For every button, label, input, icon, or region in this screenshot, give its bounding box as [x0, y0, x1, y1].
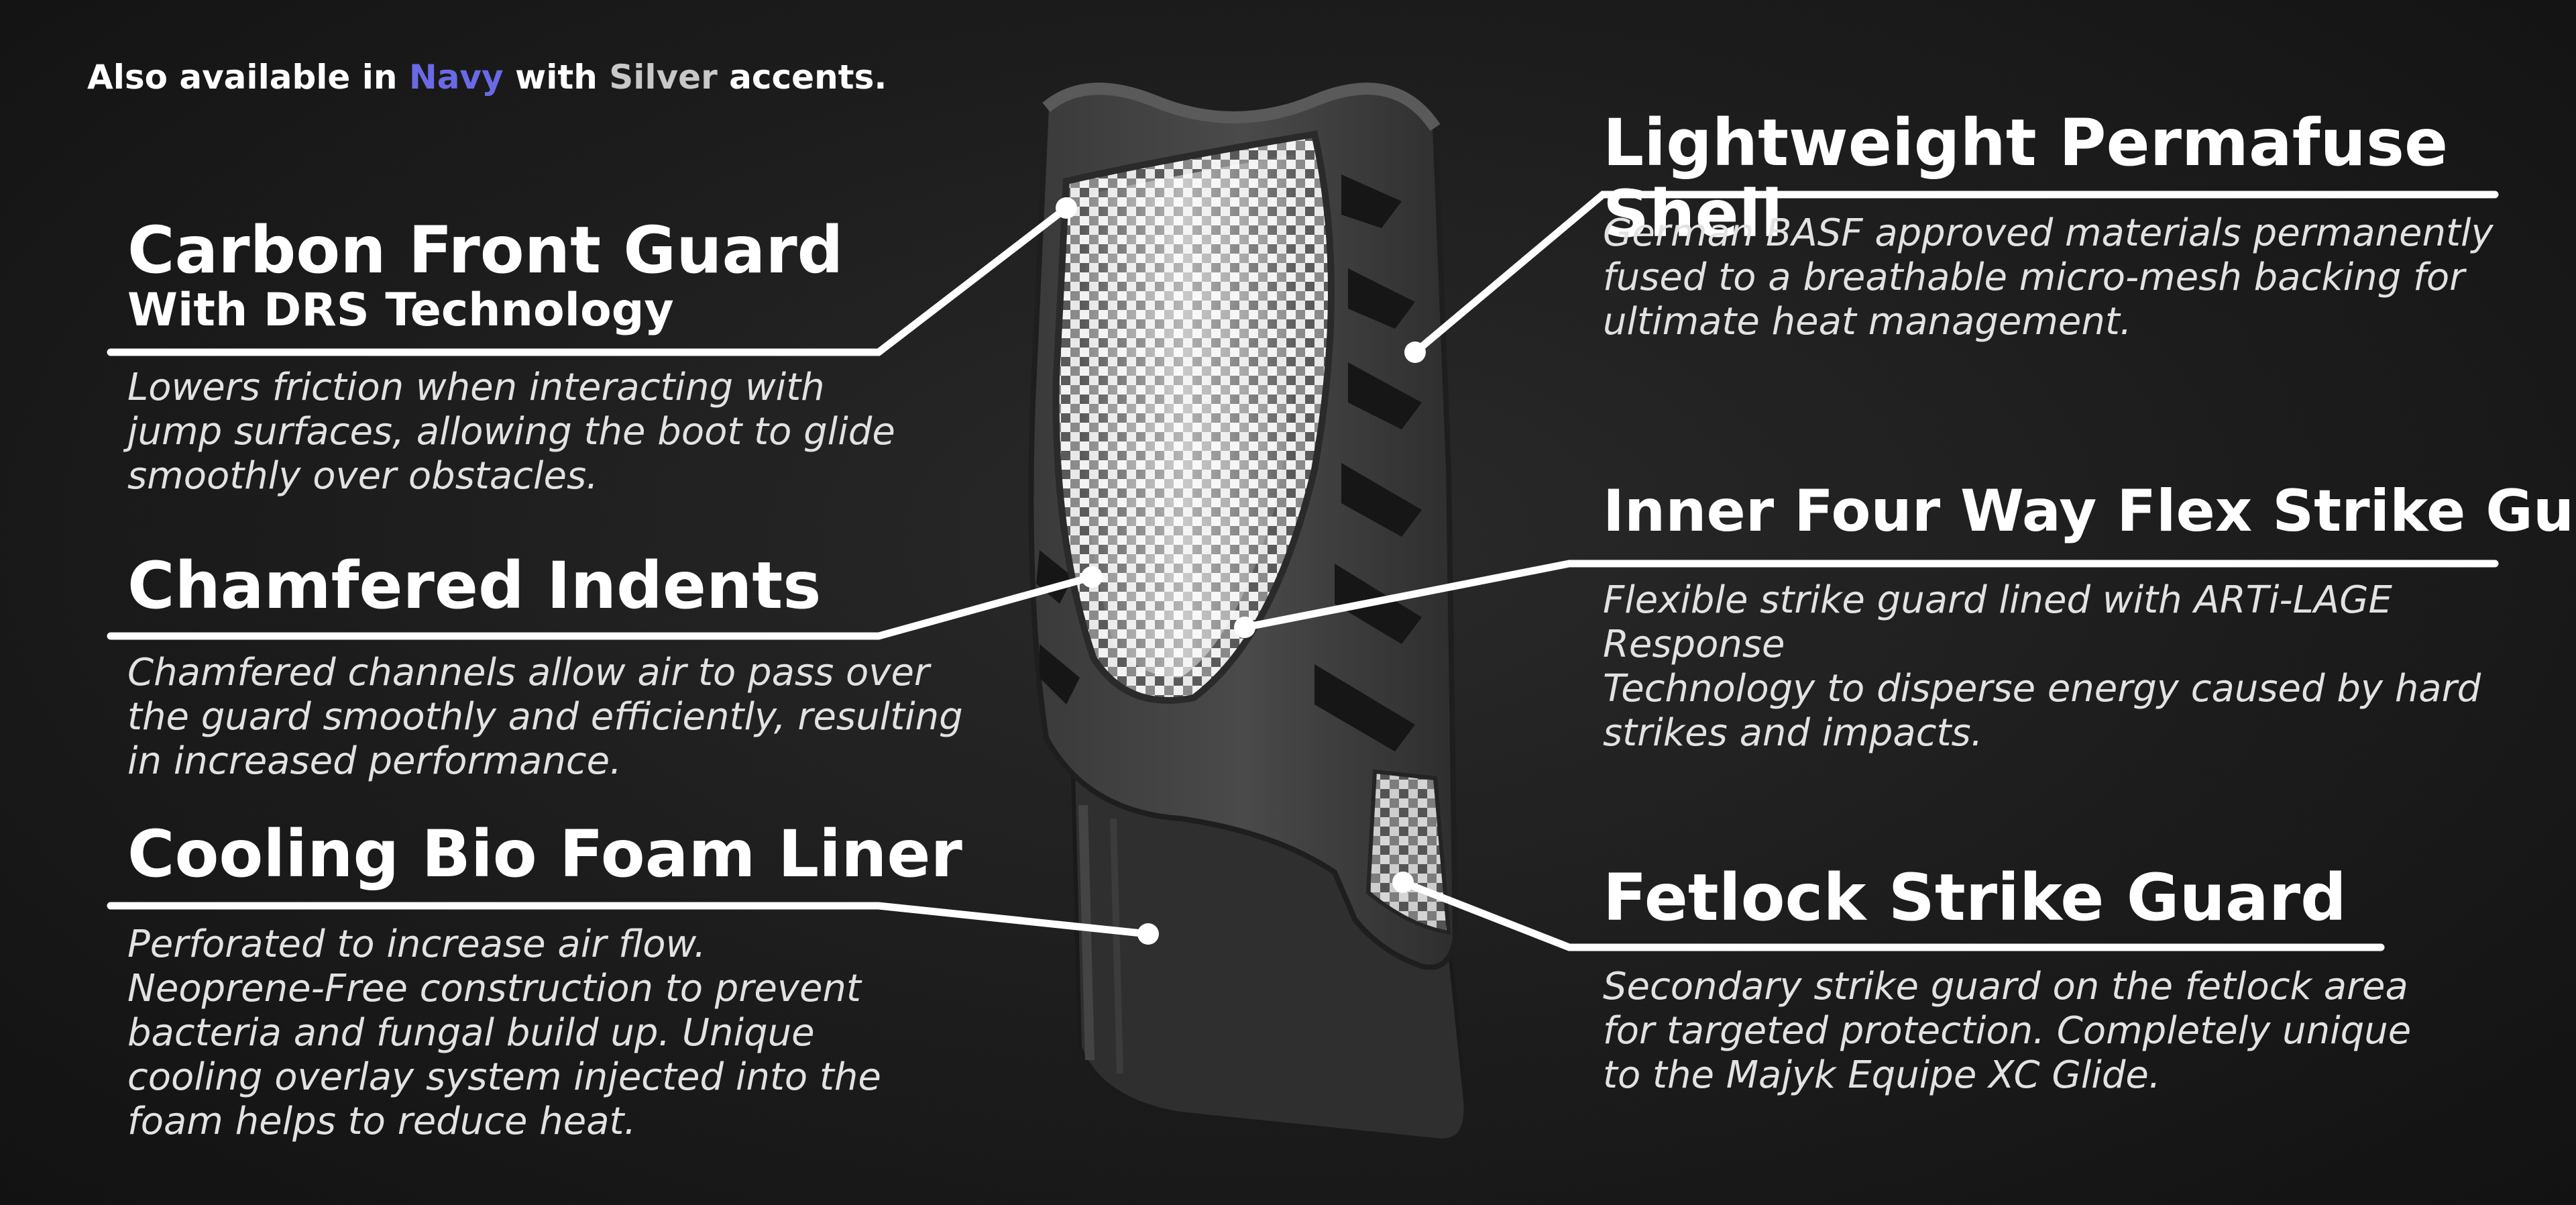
feature-permafuse-shell: Lightweight Permafuse Shell: [1603, 107, 2576, 250]
feature-desc-permafuse-shell: German BASF approved materials permanent…: [1603, 211, 2494, 344]
feature-title: Chamfered Indents: [127, 548, 822, 623]
desc-line: Flexible strike guard lined with ARTi-LA…: [1603, 578, 2392, 666]
desc-line: fused to a breathable micro-mesh backing…: [1603, 256, 2465, 299]
availability-mid: with: [503, 58, 610, 97]
desc-line: foam helps to reduce heat.: [127, 1100, 636, 1143]
desc-line: the guard smoothly and efficiently, resu…: [127, 695, 963, 739]
feature-title: Cooling Bio Foam Liner: [127, 817, 962, 892]
availability-post: accents.: [717, 58, 887, 97]
feature-desc-fetlock-guard: Secondary strike guard on the fetlock ar…: [1603, 965, 2411, 1098]
feature-chamfered-indents: Chamfered Indents: [127, 550, 821, 621]
desc-line: to the Majyk Equipe XC Glide.: [1603, 1053, 2161, 1097]
desc-line: smoothly over obstacles.: [127, 454, 598, 498]
desc-line: jump surfaces, allowing the boot to glid…: [127, 410, 895, 454]
desc-line: ultimate heat management.: [1603, 300, 2132, 344]
feature-title: Fetlock Strike Guard: [1603, 860, 2347, 935]
desc-line: Neoprene-Free construction to prevent: [127, 967, 861, 1010]
desc-line: Lowers friction when interacting with: [127, 366, 825, 409]
desc-line: German BASF approved materials permanent…: [1603, 211, 2494, 255]
color-option-silver: Silver: [609, 58, 718, 97]
feature-cooling-liner: Cooling Bio Foam Liner: [127, 819, 962, 890]
availability-note: Also available in Navy with Silver accen…: [87, 58, 887, 97]
callout-dots: [1056, 197, 1426, 945]
feature-title: Inner Four Way Flex Strike Guard: [1603, 478, 2576, 545]
desc-line: Chamfered channels allow air to pass ove…: [127, 651, 930, 694]
availability-pre: Also available in: [87, 58, 409, 97]
callout-lines: [107, 191, 2499, 951]
feature-carbon-front-guard: Carbon Front Guard With DRS Technology: [127, 215, 843, 335]
feature-desc-chamfered-indents: Chamfered channels allow air to pass ove…: [127, 651, 963, 784]
desc-line: in increased performance.: [127, 739, 622, 783]
boot-body: [1028, 83, 1468, 1143]
desc-line: strikes and impacts.: [1603, 711, 1983, 755]
feature-desc-carbon-front-guard: Lowers friction when interacting with ju…: [127, 366, 895, 499]
feature-fetlock-guard: Fetlock Strike Guard: [1603, 862, 2347, 933]
desc-line: cooling overlay system injected into the: [127, 1055, 881, 1099]
desc-line: Secondary strike guard on the fetlock ar…: [1603, 965, 2408, 1008]
feature-subtitle: With DRS Technology: [127, 284, 674, 337]
desc-line: for targeted protection. Completely uniq…: [1603, 1009, 2412, 1053]
desc-line: Technology to disperse energy caused by …: [1603, 667, 2481, 711]
desc-line: Perforated to increase air flow.: [127, 923, 706, 966]
desc-line: bacteria and fungal build up. Unique: [127, 1011, 815, 1055]
feature-flex-strike-guard: Inner Four Way Flex Strike Guard: [1603, 478, 2576, 545]
feature-title: Lightweight Permafuse Shell: [1603, 105, 2449, 252]
color-option-navy: Navy: [408, 58, 504, 97]
feature-title: Carbon Front Guard: [127, 213, 844, 288]
feature-desc-cooling-liner: Perforated to increase air flow. Neopren…: [127, 923, 881, 1144]
feature-desc-flex-strike-guard: Flexible strike guard lined with ARTi-LA…: [1603, 578, 2576, 755]
